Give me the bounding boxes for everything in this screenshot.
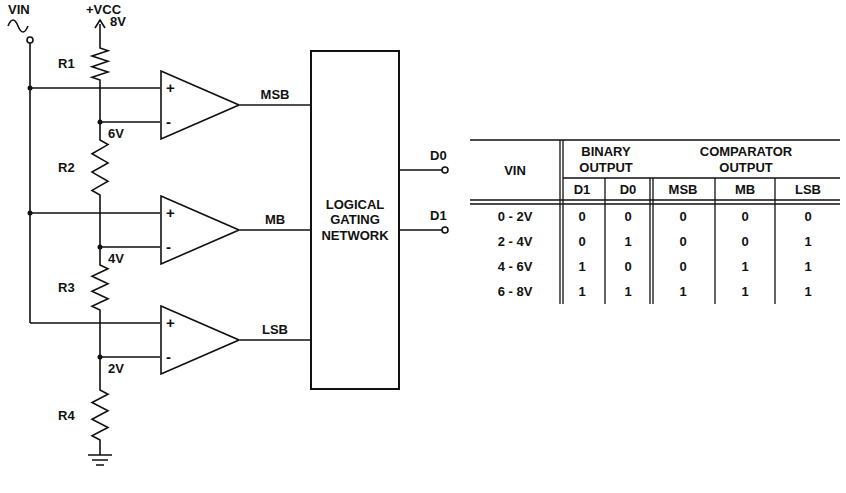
table-cell: 0 [725, 209, 765, 225]
table-cell: 1 [788, 234, 828, 250]
circuit-label: 4V [108, 251, 124, 267]
circuit-label: 6V [108, 126, 124, 142]
pin-sign: - [166, 113, 171, 131]
output-terminal [442, 167, 448, 173]
signal-name: MB [263, 212, 287, 227]
junction-dot [98, 120, 103, 125]
table-cell: 0 [608, 259, 648, 275]
table-cell: 1 [788, 284, 828, 300]
table-cell: 6 - 8V [473, 284, 557, 300]
signal-wire [240, 229, 310, 231]
comparator: +- [160, 195, 240, 265]
table-header: D1 [562, 182, 602, 198]
table-rule [605, 178, 775, 304]
circuit-label: R1 [58, 56, 75, 72]
logic-box: LOGICAL GATING NETWORK [310, 50, 400, 390]
signal-name: LSB [260, 322, 290, 337]
vcc-wire [99, 24, 101, 40]
table-header: LSB [778, 182, 838, 198]
table-cell: 0 [663, 259, 703, 275]
pin-sign: + [166, 79, 175, 97]
box-label: LOGICAL GATING NETWORK [318, 197, 392, 244]
comparator: +- [160, 70, 240, 140]
table-rule [470, 140, 840, 204]
circuit-label: 8V [110, 14, 126, 30]
resistor-symbol [92, 40, 108, 455]
pin-sign: - [166, 238, 171, 256]
table-cell: 1 [663, 284, 703, 300]
table-cell: 0 [663, 209, 703, 225]
table-cell: 1 [562, 284, 602, 300]
vcc-arrow [95, 20, 105, 28]
table-cell: 1 [562, 259, 602, 275]
junction-dot [28, 211, 33, 216]
junction-dot [98, 245, 103, 250]
table-cell: 4 - 6V [473, 259, 557, 275]
comparator-outline [161, 306, 239, 374]
table-cell: 0 [725, 234, 765, 250]
junction-dot [28, 86, 33, 91]
circuit-label: R3 [58, 280, 75, 296]
circuit-label: 2V [108, 361, 124, 377]
table-rules [470, 140, 840, 304]
table-header: MB [717, 182, 773, 198]
table-cell: 1 [725, 259, 765, 275]
table-cell: 1 [608, 284, 648, 300]
sine-symbol [8, 20, 28, 32]
junction-dot [98, 355, 103, 360]
table-cell: 1 [725, 284, 765, 300]
table-cell: 0 [608, 209, 648, 225]
table-header: D0 [608, 182, 648, 198]
output-terminal [442, 227, 448, 233]
comparator-outline [161, 196, 239, 264]
comparator: +- [160, 305, 240, 375]
signal-name: MSB [259, 87, 292, 102]
table-header: MSB [653, 182, 713, 198]
input-terminal [27, 37, 33, 43]
circuit-label: D1 [430, 208, 447, 224]
circuit-label: R2 [58, 160, 75, 176]
ground-symbol [88, 455, 112, 465]
table-rule [560, 140, 653, 304]
table-cell: 0 [562, 209, 602, 225]
input-wire [30, 43, 160, 323]
table-cell: 0 [788, 209, 828, 225]
pin-sign: + [166, 314, 175, 332]
reference-wire [100, 122, 160, 357]
signal-wire [240, 339, 310, 341]
comparator-outline [161, 71, 239, 139]
table-header: VIN [475, 163, 555, 179]
table-header: BINARY OUTPUT [564, 144, 649, 175]
pin-sign: - [166, 348, 171, 366]
table-header: COMPARATOR OUTPUT [686, 144, 806, 175]
table-cell: 0 [562, 234, 602, 250]
pin-sign: + [166, 204, 175, 222]
circuit-label: R4 [58, 408, 75, 424]
circuit-label: D0 [430, 148, 447, 164]
table-cell: 0 - 2V [473, 209, 557, 225]
signal-wire [240, 104, 310, 106]
circuit-label: VIN [8, 2, 30, 18]
table-cell: 1 [608, 234, 648, 250]
table-cell: 0 [663, 234, 703, 250]
table-cell: 1 [788, 259, 828, 275]
table-cell: 2 - 4V [473, 234, 557, 250]
